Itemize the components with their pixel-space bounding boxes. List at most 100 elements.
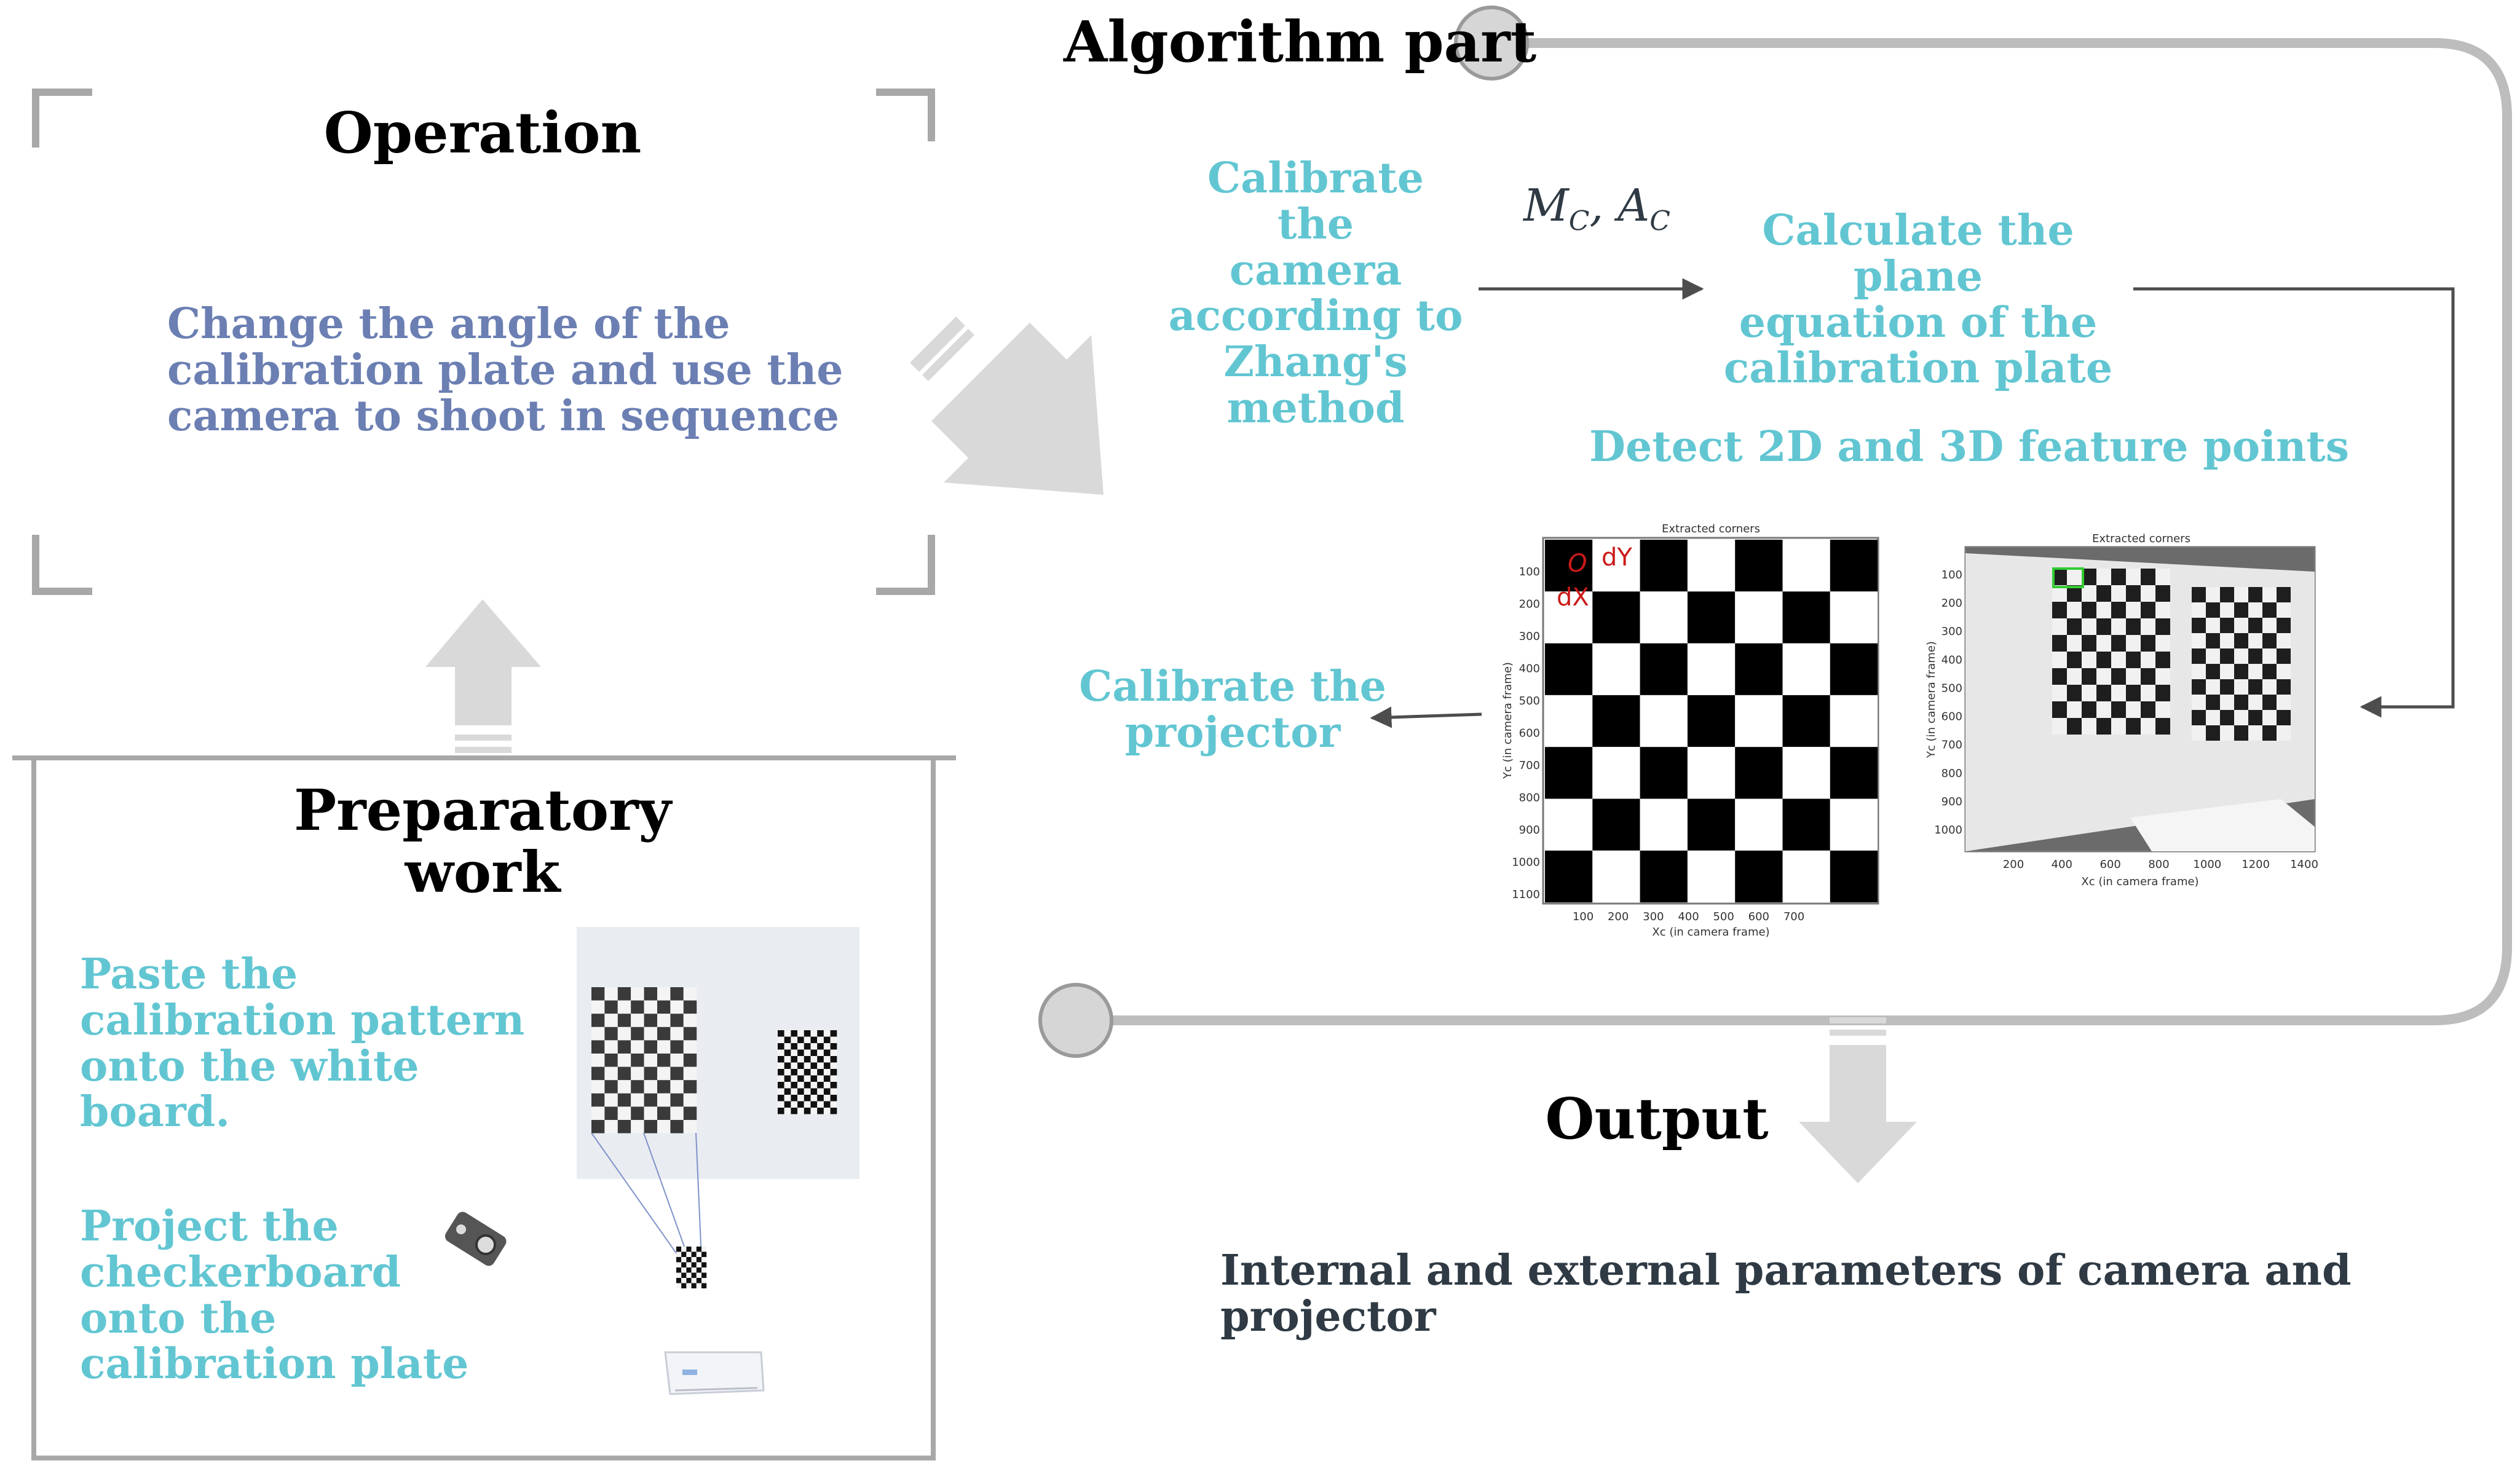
large-pattern-square: [683, 1054, 697, 1067]
small-pattern-square: [830, 1075, 837, 1082]
plot2-left-square: [2052, 718, 2067, 735]
plot2-right-square: [2192, 679, 2206, 695]
small-pattern-square: [830, 1030, 837, 1037]
plot2-left-square: [2155, 635, 2170, 652]
small-pattern-square: [830, 1043, 837, 1050]
plot2-right-square: [2192, 602, 2206, 618]
plot2-right-square: [2234, 633, 2248, 648]
matrix-m-sub: C: [1568, 205, 1590, 237]
plot1-origin-label: O: [1568, 550, 1587, 578]
plot2-left-square: [2096, 668, 2111, 685]
plot2-right-square: [2206, 648, 2220, 664]
small-pattern-square: [817, 1095, 824, 1102]
plot2-right-square: [2234, 710, 2248, 725]
plot2-left-square: [2111, 618, 2126, 635]
small-pattern-square: [804, 1082, 811, 1089]
plot2-right-square: [2220, 695, 2234, 710]
diagonal-arrow: [910, 317, 1104, 495]
small-pattern-square: [817, 1062, 824, 1069]
projected-pattern-square: [681, 1247, 687, 1252]
small-pattern-square: [797, 1069, 804, 1076]
plot2-right-square: [2220, 633, 2234, 648]
small-pattern-square: [804, 1075, 811, 1082]
projected-pattern-square: [696, 1278, 701, 1283]
plot2-right-square: [2262, 695, 2277, 710]
plot2-right-square: [2192, 710, 2206, 725]
small-pattern-square: [817, 1101, 824, 1108]
small-pattern-square: [817, 1069, 824, 1076]
small-pattern-square: [823, 1101, 831, 1108]
small-pattern-square: [791, 1069, 798, 1076]
plot2-right-square: [2262, 679, 2277, 695]
projected-pattern-square: [676, 1257, 682, 1263]
small-pattern-square: [778, 1049, 784, 1056]
plot2-left-square: [2155, 569, 2170, 585]
plot2-left-square: [2067, 602, 2082, 618]
plot2-left-square: [2067, 668, 2082, 685]
small-pattern-square: [817, 1108, 824, 1114]
plot1-square: [1830, 747, 1878, 799]
plot2-right-square: [2248, 725, 2262, 741]
projected-pattern-square: [696, 1251, 701, 1257]
small-pattern-square: [810, 1101, 818, 1108]
small-pattern-square: [804, 1030, 811, 1037]
large-pattern-square: [683, 1120, 697, 1133]
plot2-left-square: [2141, 618, 2155, 635]
plot2-left-square: [2111, 585, 2126, 602]
projected-pattern-square: [701, 1272, 707, 1278]
small-pattern-square: [804, 1049, 811, 1056]
plot2-left-square: [2111, 652, 2126, 668]
projected-pattern-square: [676, 1283, 682, 1288]
small-pattern-square: [784, 1036, 791, 1043]
plot1-xtick: 500: [1713, 910, 1734, 923]
plot1-ytick: 500: [1519, 695, 1540, 707]
output-text: Internal and external parameters of came…: [1220, 1246, 2352, 1341]
large-pattern-square: [604, 1014, 618, 1027]
small-pattern-square: [791, 1108, 798, 1114]
plot2-left-square: [2082, 635, 2096, 652]
small-pattern-square: [810, 1069, 818, 1076]
detect-points-text: Detect 2D and 3D feature points: [1589, 422, 2350, 471]
large-pattern-square: [657, 1080, 671, 1094]
plot2-xtick: 800: [2148, 858, 2169, 871]
projected-pattern-square: [701, 1247, 707, 1252]
large-pattern-square: [604, 1040, 618, 1054]
small-pattern-square: [810, 1095, 818, 1102]
plot2-ytick: 200: [1941, 597, 1962, 610]
projected-pattern-square: [691, 1283, 697, 1288]
plot2-left-square: [2082, 652, 2096, 668]
large-pattern-square: [617, 1014, 631, 1027]
plot2-right-square: [2248, 618, 2262, 633]
matrix-a: , A: [1589, 179, 1650, 231]
plot2-left-square: [2155, 585, 2170, 602]
large-pattern-square: [670, 1054, 684, 1067]
small-pattern-square: [817, 1056, 824, 1063]
projected-pattern-square: [681, 1267, 687, 1273]
small-pattern-square: [830, 1056, 837, 1063]
plot2-xtick: 400: [2052, 858, 2072, 871]
small-pattern-square: [778, 1043, 784, 1050]
plot1-square: [1830, 643, 1878, 695]
plot1-dy-label: dY: [1602, 543, 1632, 572]
plot2-left-square: [2096, 618, 2111, 635]
plot2-right-square: [2220, 648, 2234, 664]
small-pattern-square: [817, 1030, 824, 1037]
small-pattern-square: [804, 1088, 811, 1095]
plot2-left-square: [2141, 685, 2155, 701]
small-pattern-square: [791, 1101, 798, 1108]
large-pattern-square: [631, 1040, 644, 1054]
small-pattern-square: [778, 1088, 784, 1095]
small-pattern-square: [778, 1108, 784, 1114]
large-pattern-square: [617, 1066, 631, 1081]
plot1-square: [1640, 747, 1688, 799]
small-pattern-square: [784, 1030, 791, 1037]
plot2-right-square: [2262, 664, 2277, 679]
plot2-left-square: [2155, 668, 2170, 685]
plot1-square: [1640, 643, 1688, 695]
small-pattern-square: [804, 1056, 811, 1063]
small-pattern-square: [797, 1095, 804, 1102]
plot2-right-square: [2234, 725, 2248, 741]
plot1-square: [1782, 643, 1830, 695]
plot1-square: [1735, 850, 1783, 903]
